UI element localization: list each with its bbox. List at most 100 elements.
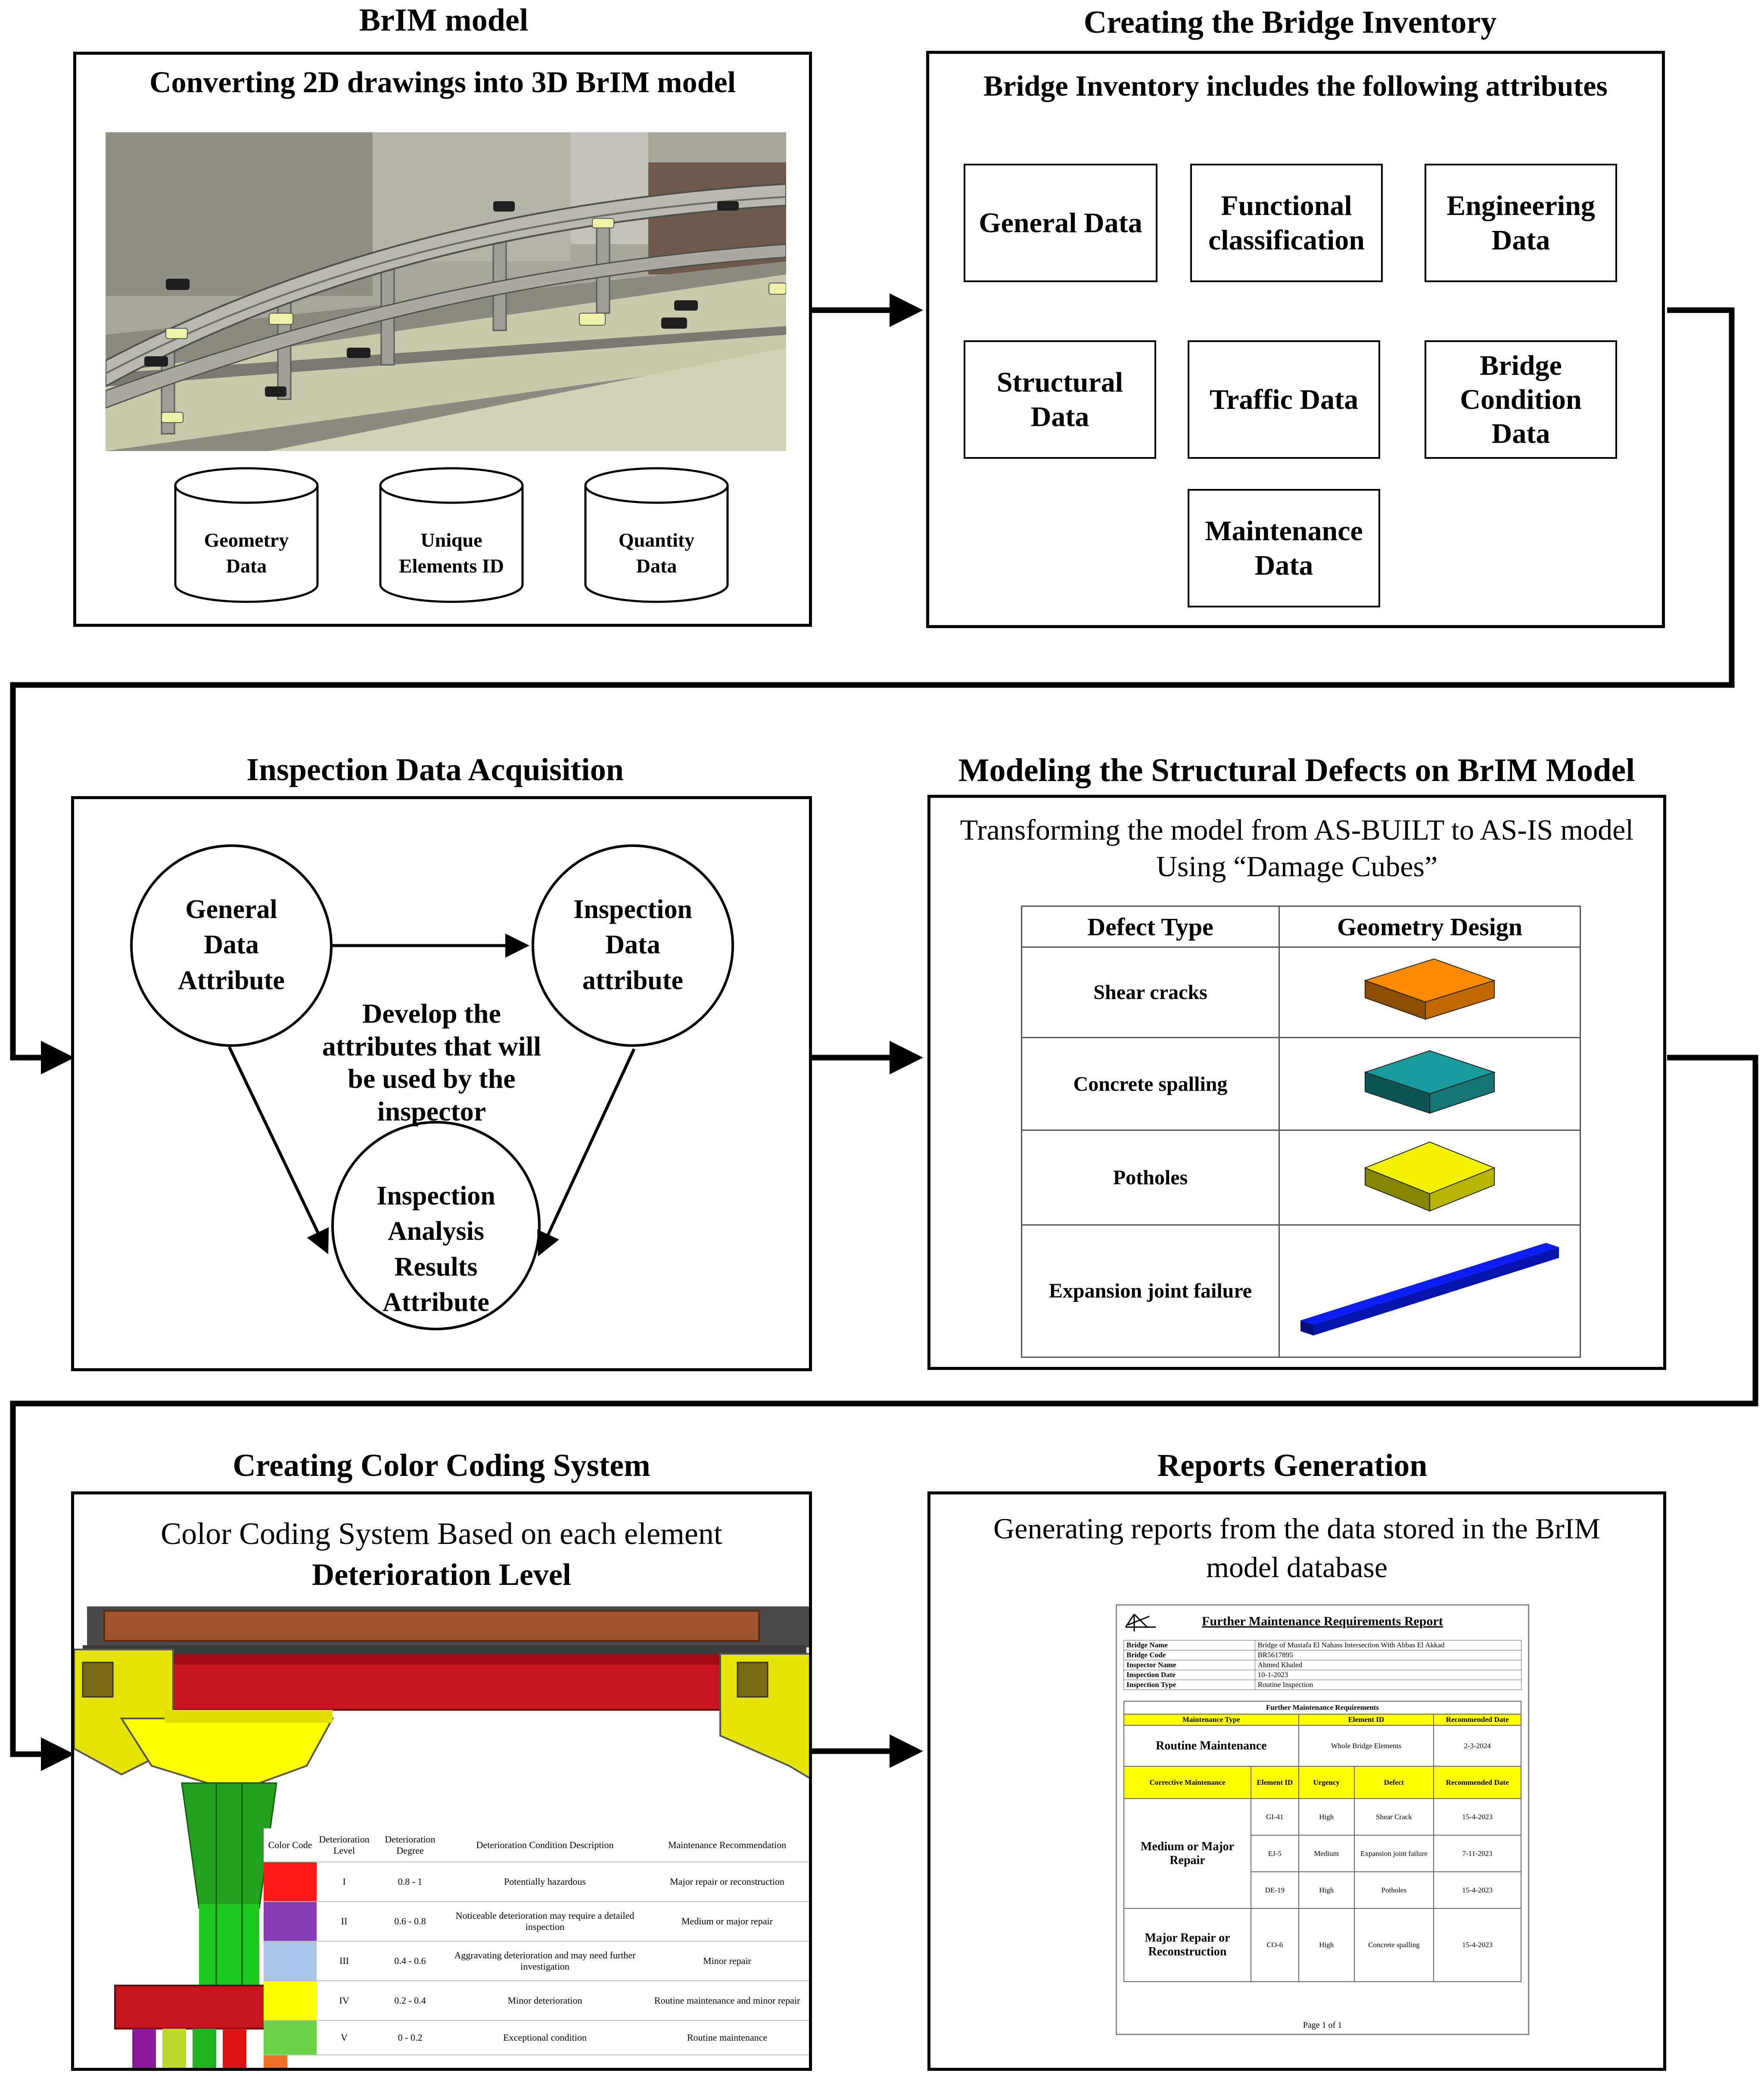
inspection-center-text: Develop the attributes that will be used…: [322, 998, 541, 1127]
defect-name-concrete-spalling: Concrete spalling: [1021, 1037, 1280, 1131]
reports-subtitle-line2: model database: [1206, 1551, 1388, 1584]
routine-header-date: Recommended Date: [1433, 1714, 1521, 1726]
routine-header-element: Element ID: [1298, 1714, 1434, 1726]
cc-swatch: [264, 1981, 317, 2021]
report-title: Further Maintenance Requirements Report: [1202, 1614, 1443, 1628]
element-id: DE-19: [1251, 1871, 1299, 1909]
defect: Expansion joint failure: [1353, 1835, 1434, 1872]
shear-cracks-cube-icon: [1363, 958, 1496, 1020]
routine-date: 2-3-2024: [1433, 1725, 1521, 1767]
bridge-3d-model-image: [106, 132, 786, 451]
defect-geometry-concrete-spalling: [1279, 1037, 1581, 1131]
attribute-bridge-condition-data: Bridge Condition Data: [1425, 340, 1617, 459]
cc-level: III: [317, 1941, 372, 1981]
cc-recommendation: Routine maintenance and minor repair: [641, 1981, 809, 2021]
cc-row-level-2: II 0.6 - 0.8 Noticeable deterioration ma…: [264, 1902, 809, 1942]
routine-element: Whole Bridge Elements: [1298, 1725, 1434, 1767]
attribute-traffic-data: Traffic Data: [1188, 340, 1380, 459]
brim-heading: BrIM model: [359, 3, 529, 38]
cc-row-level-4: IV 0.2 - 0.4 Minor deterioration Routine…: [264, 1981, 809, 2021]
attribute-engineering-data: Engineering Data: [1425, 164, 1617, 282]
cc-description: Minor deterioration: [448, 1981, 641, 2021]
attribute-functional-classification: Functional classification: [1190, 164, 1383, 282]
deterioration-level-table: Color Code Deterioration Level Deteriora…: [264, 1828, 809, 2055]
connector-inventory-to-inspection: [10, 307, 1735, 1074]
report-requirements-table: Further Maintenance Requirements Mainten…: [1123, 1701, 1521, 1982]
info-key: Inspection Type: [1123, 1680, 1255, 1690]
inspection-panel: General Data Attribute Inspection Data a…: [71, 796, 812, 1371]
cc-swatch: [264, 2020, 317, 2055]
database-unique-elements-id: Unique Elements ID: [398, 529, 504, 577]
major-repair-group: Major Repair or Reconstruction: [1123, 1908, 1252, 1982]
inspection-diagram: [130, 844, 734, 1330]
attribute-maintenance-data: Maintenance Data: [1188, 489, 1380, 607]
reports-panel: Generating reports from the data stored …: [927, 1491, 1666, 2071]
database-cylinders: [174, 467, 729, 603]
node-inspection-data-attribute: Inspection Data attribute: [573, 895, 692, 995]
urgency: High: [1298, 1798, 1355, 1836]
expansion-joint-bar-icon: [1300, 1242, 1559, 1335]
colorcoding-heading: Creating Color Coding System: [233, 1448, 650, 1483]
defect-name-shear-cracks: Shear cracks: [1021, 946, 1280, 1038]
cc-degree: 0.8 - 1: [372, 1862, 448, 1902]
bar-top: [1300, 1242, 1559, 1325]
cc-row-level-5: V 0 - 0.2 Exceptional condition Routine …: [264, 2020, 809, 2055]
info-key: Inspection Date: [1123, 1670, 1255, 1680]
cc-degree: 0.2 - 0.4: [372, 1981, 448, 2021]
medium-major-repair-group: Medium or Major Repair: [1123, 1798, 1252, 1909]
colorcoding-subtitle-line1: Color Coding System Based on each elemen…: [161, 1516, 722, 1551]
defect: Shear Crack: [1353, 1798, 1434, 1836]
cc-degree: 0.6 - 0.8: [372, 1902, 448, 1942]
cc-level: I: [317, 1862, 372, 1902]
recommended-date: 15-4-2023: [1433, 1908, 1521, 1982]
defect: Concrete spalling: [1353, 1908, 1434, 1982]
defect: Potholes: [1353, 1871, 1434, 1909]
defects-subtitle-line2: Using “Damage Cubes”: [1156, 850, 1438, 883]
cc-description: Exceptional condition: [448, 2020, 641, 2055]
info-key: Bridge Name: [1123, 1640, 1255, 1650]
attribute-structural-data: Structural Data: [964, 340, 1156, 459]
column-defect-type: Defect Type: [1021, 906, 1280, 948]
bar-side-left: [1300, 1320, 1313, 1335]
cc-degree: 0 - 0.2: [372, 2020, 448, 2055]
corrective-header-defect: Defect: [1353, 1766, 1434, 1799]
cube-side-right: [1425, 980, 1495, 1020]
routine-type: Routine Maintenance: [1123, 1725, 1299, 1767]
report-page-footer: Page 1 of 1: [1303, 2020, 1342, 2030]
recommended-date: 15-4-2023: [1433, 1871, 1521, 1909]
cc-level: V: [317, 2020, 372, 2055]
brim-panel: Converting 2D drawings into 3D BrIM mode…: [73, 52, 812, 627]
cc-row-level-1: I 0.8 - 1 Potentially hazardous Major re…: [264, 1862, 809, 1902]
info-key: Bridge Code: [1123, 1650, 1255, 1660]
defect-geometry-expansion-joint-failure: [1279, 1224, 1581, 1358]
cc-description: Potentially hazardous: [448, 1862, 641, 1902]
defect-geometry-potholes: [1279, 1130, 1581, 1226]
recommended-date: 15-4-2023: [1433, 1798, 1521, 1836]
info-key: Inspector Name: [1123, 1660, 1255, 1670]
cc-header-recommendation: Maintenance Recommendation: [641, 1828, 809, 1862]
recommended-date: 7-11-2023: [1433, 1835, 1521, 1872]
defects-panel: Transforming the model from AS-BUILT to …: [927, 795, 1666, 1370]
urgency: High: [1298, 1871, 1355, 1909]
reports-subtitle-line1: Generating reports from the data stored …: [993, 1512, 1600, 1545]
cc-degree: 0.4 - 0.6: [372, 1941, 448, 1981]
potholes-cube-icon: [1364, 1141, 1496, 1212]
concrete-spalling-cube-icon: [1363, 1050, 1496, 1114]
cc-header-color-code: Color Code: [264, 1828, 317, 1862]
defects-subtitle-line1: Transforming the model from AS-BUILT to …: [960, 813, 1634, 846]
corrective-header-urgency: Urgency: [1298, 1766, 1355, 1799]
cc-row-level-3: III 0.4 - 0.6 Aggravating deterioration …: [264, 1941, 809, 1981]
urgency: Medium: [1298, 1835, 1355, 1872]
cc-description: Aggravating deterioration and may need f…: [448, 1941, 641, 1981]
cc-swatch: [264, 1941, 317, 1981]
corrective-header-type: Corrective Maintenance: [1123, 1766, 1252, 1799]
colorcoding-subtitle-line2: Deterioration Level: [312, 1557, 571, 1592]
node-inspection-analysis-results-attribute: Inspection Analysis Results Attribute: [376, 1181, 495, 1317]
database-quantity-data: Quantity Data: [618, 529, 695, 577]
brim-subtitle: Converting 2D drawings into 3D BrIM mode…: [149, 66, 736, 99]
cube-side-right: [1429, 1071, 1495, 1114]
defect-geometry-shear-cracks: [1279, 946, 1581, 1038]
cc-recommendation: Medium or major repair: [641, 1902, 809, 1942]
